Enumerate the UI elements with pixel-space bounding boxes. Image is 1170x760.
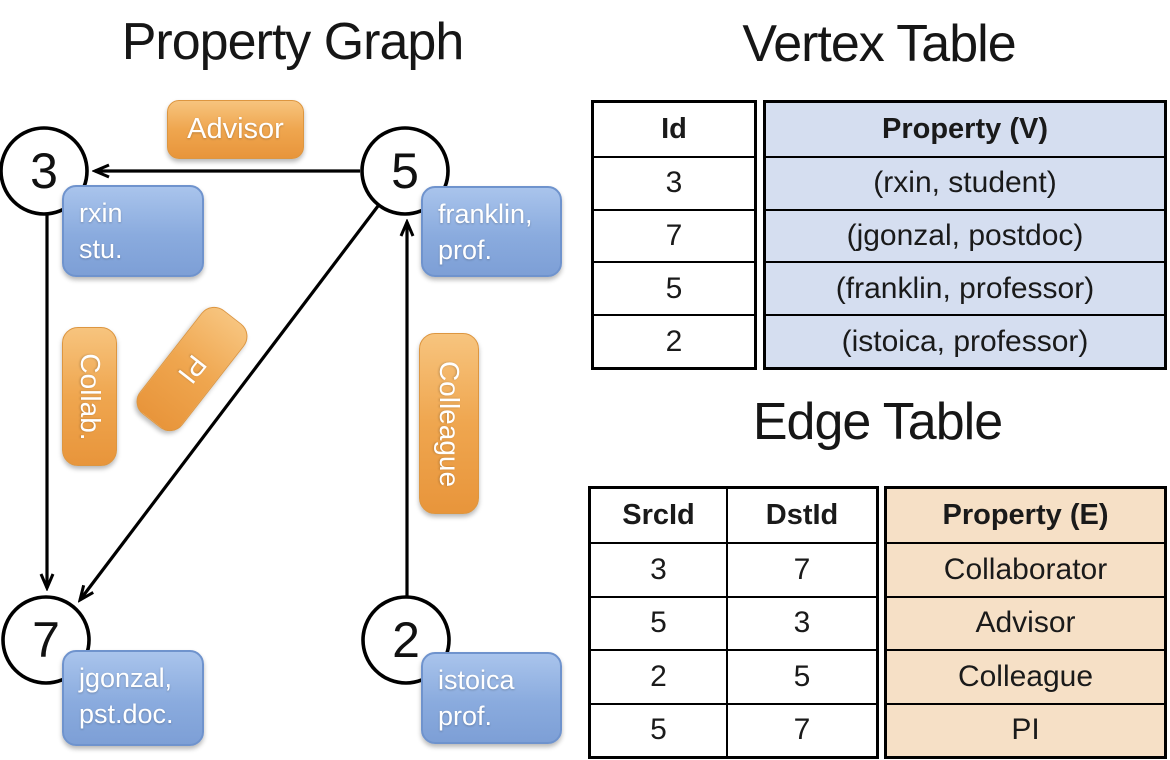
vertex-row-property: (jgonzal, postdoc) bbox=[766, 208, 1164, 262]
edge-label-colleague: Colleague bbox=[419, 333, 479, 514]
vertex-property-box-2-line1: istoica bbox=[438, 665, 515, 695]
edge-label-pi-text: PI bbox=[172, 349, 213, 390]
vertex-property-box-2-line2: prof. bbox=[438, 701, 493, 731]
vertex-property-box-7-line1: jgonzal, bbox=[79, 663, 173, 693]
edge-table-title: Edge Table bbox=[752, 393, 1003, 451]
edge-row-property: Colleague bbox=[887, 649, 1164, 702]
vertex-row-property: (franklin, professor) bbox=[766, 261, 1164, 314]
property-graph-title: Property Graph bbox=[121, 13, 465, 71]
edge-dst-header: DstId bbox=[726, 489, 876, 543]
edge-row-property: Advisor bbox=[887, 595, 1164, 649]
edge-row-dst: 3 bbox=[726, 595, 876, 650]
edge-row-src: 2 bbox=[591, 649, 726, 702]
vertex-row-id: 7 bbox=[594, 208, 754, 262]
vertex-property-box-5-line1: franklin, bbox=[438, 199, 533, 229]
vertex-table-title: Vertex Table bbox=[742, 15, 1016, 73]
edge-label-collab: Collab. bbox=[62, 327, 117, 466]
vertex-property-box-7: jgonzal, pst.doc. bbox=[62, 650, 204, 746]
vertex-id-7: 7 bbox=[32, 612, 60, 668]
vertex-property-box-5-line2: prof. bbox=[438, 235, 493, 265]
vertex-property-column: Property (V) (rxin, student)(jgonzal, po… bbox=[763, 100, 1167, 370]
vertex-id-2: 2 bbox=[392, 612, 420, 668]
edge-row-dst: 5 bbox=[726, 649, 876, 703]
edge-row-src: 3 bbox=[591, 542, 726, 595]
vertex-id-header: Id bbox=[661, 112, 687, 145]
vertex-property-box-7-line2: pst.doc. bbox=[79, 699, 174, 729]
edge-row-dst: 7 bbox=[726, 702, 876, 756]
vertex-property-box-2: istoica prof. bbox=[421, 652, 562, 744]
vertex-id-3: 3 bbox=[30, 143, 58, 199]
vertex-property-box-3-line1: rxin bbox=[79, 198, 123, 228]
edge-row-src: 5 bbox=[591, 702, 726, 756]
edge-row-dst: 7 bbox=[726, 542, 876, 596]
edge-property-header: Property (E) bbox=[942, 499, 1109, 532]
vertex-row-id: 5 bbox=[594, 261, 754, 314]
edge-row-src: 5 bbox=[591, 595, 726, 649]
edge-row-property: PI bbox=[887, 702, 1164, 756]
edge-row-property: Collaborator bbox=[887, 542, 1164, 595]
edge-5-to-7 bbox=[80, 205, 380, 600]
vertex-row-id: 2 bbox=[594, 314, 754, 367]
vertex-property-box-5: franklin, prof. bbox=[421, 186, 562, 277]
vertex-property-box-3-line2: stu. bbox=[79, 234, 123, 264]
edge-label-advisor-text: Advisor bbox=[187, 113, 284, 145]
edge-label-advisor: Advisor bbox=[167, 100, 304, 159]
vertex-row-property: (istoica, professor) bbox=[766, 314, 1164, 367]
vertex-id-5: 5 bbox=[391, 143, 419, 199]
vertex-property-box-3: rxin stu. bbox=[62, 185, 204, 277]
edge-label-colleague-text: Colleague bbox=[434, 360, 465, 487]
edge-src-header: SrcId bbox=[622, 499, 695, 532]
vertex-row-id: 3 bbox=[594, 155, 754, 209]
vertex-property-header: Property (V) bbox=[882, 112, 1048, 145]
vertex-row-property: (rxin, student) bbox=[766, 155, 1164, 209]
edge-label-collab-text: Collab. bbox=[74, 352, 106, 441]
